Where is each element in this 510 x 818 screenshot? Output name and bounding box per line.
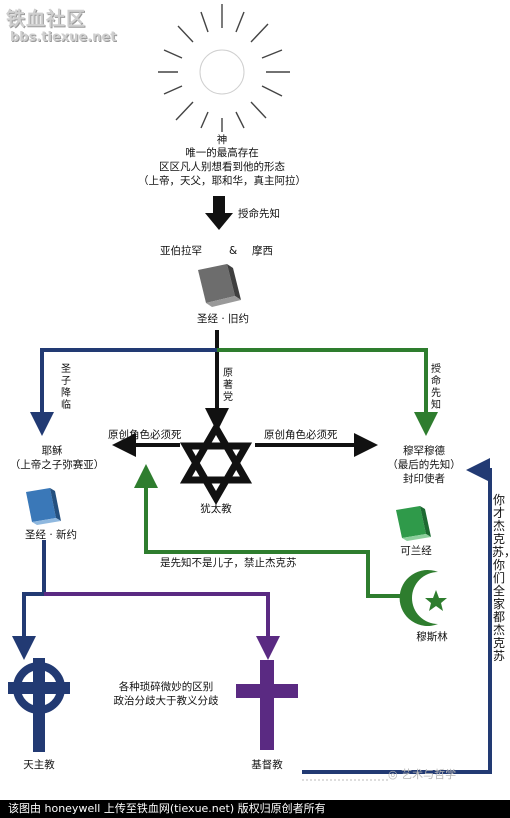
catholic-label: 天主教 — [23, 759, 55, 771]
quran-book-icon — [396, 506, 431, 541]
footer-credit: 该图由 honeywell 上传至铁血网(tiexue.net) 版权归原创者所… — [0, 800, 510, 818]
god-description-line1: 唯一的最高存在 — [185, 147, 259, 159]
latin-cross-icon — [236, 660, 298, 750]
prophecy-arrow-label: 授命先知 — [238, 208, 280, 220]
social-tag-label: 艺术与哲学 — [401, 768, 457, 781]
muhammad-title: 封印使者 — [403, 473, 445, 485]
jesus-name: 耶稣 — [41, 445, 63, 457]
celtic-cross-icon — [8, 658, 70, 752]
god-description-line2: 区区凡人别想看到他的形态 — [159, 161, 285, 173]
god-title: 神 — [216, 134, 228, 146]
wechat-icon: ◎ — [388, 768, 398, 781]
islam-to-jesus-label: 是先知不是儿子，禁止杰克苏 — [160, 557, 297, 569]
muhammad-subtitle: （最后的先知） — [387, 459, 461, 471]
right-side-vertical-label: 你才杰克苏，你们全家都杰克苏 — [492, 493, 510, 663]
social-tag: ◎ 艺术与哲学 — [388, 766, 456, 782]
islam-label: 穆斯林 — [416, 631, 448, 643]
judaism-label: 犹太教 — [200, 503, 232, 515]
left-original-character-label: 原创角色必须死 — [108, 429, 182, 441]
watermark-url: bbs.tiexue.net — [10, 30, 117, 45]
new-testament-label: 圣经 · 新约 — [24, 529, 77, 541]
crescent-and-star-icon — [399, 570, 447, 626]
jesus-subtitle: （上帝之子弥赛亚） — [9, 459, 105, 471]
old-testament-label: 圣经 · 旧约 — [196, 313, 249, 325]
muhammad-name: 穆罕穆德 — [403, 445, 445, 457]
prophet-commission-label: 授命先知 — [431, 364, 441, 411]
prophet-moses: 摩西 — [252, 245, 273, 257]
watermark-site-name: 铁血社区 — [6, 8, 87, 30]
star-of-david-icon — [179, 420, 253, 506]
schism-note-line1: 各种琐碎微妙的区别 — [118, 681, 214, 693]
canon-faction-label: 原著党 — [223, 368, 233, 403]
sun-icon — [158, 4, 290, 132]
quran-label: 可兰经 — [400, 545, 432, 557]
protestant-label: 基督教 — [251, 759, 283, 771]
right-original-character-label: 原创角色必须死 — [264, 429, 338, 441]
god-names: （上帝，天父，耶和华，真主阿拉） — [138, 175, 306, 187]
prophet-abraham: 亚伯拉罕 — [160, 245, 202, 257]
old-testament-book-icon — [198, 264, 241, 307]
prophet-ampersand: & — [229, 245, 238, 257]
schism-note-line2: 政治分歧大于教义分歧 — [113, 695, 219, 707]
down-arrow-icon — [205, 196, 233, 230]
incarnation-label: 圣子降临 — [61, 364, 71, 411]
new-testament-book-icon — [26, 488, 61, 525]
